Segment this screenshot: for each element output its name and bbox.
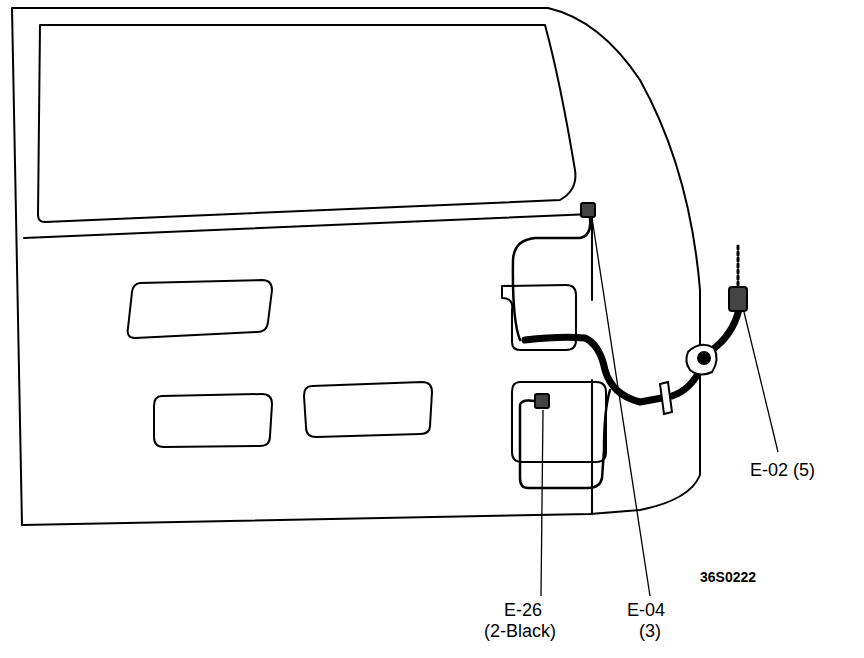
pin-count: (3) [639, 621, 661, 641]
door-outline [12, 8, 700, 525]
grommet [660, 382, 672, 414]
leader-line [541, 410, 543, 596]
clamp [686, 345, 716, 375]
panel-hole [128, 280, 272, 338]
connector-label: E-04 [627, 600, 665, 620]
leader-line [744, 312, 778, 452]
panel-hole [512, 382, 606, 462]
connector-label: E-26 [504, 600, 542, 620]
connector-label: E-02 (5) [750, 460, 815, 480]
pin-count: (2-Black) [484, 621, 556, 641]
door-edge [591, 214, 593, 514]
wire [520, 390, 610, 488]
clamp [698, 352, 710, 364]
connector [535, 394, 549, 408]
connector [729, 287, 747, 311]
connector [581, 203, 595, 217]
harness-cable [672, 305, 740, 396]
figure-code: 36S0222 [700, 567, 756, 587]
wire [513, 218, 590, 340]
harness-cable [525, 337, 662, 402]
panel-hole [154, 394, 272, 447]
window-frame [38, 25, 575, 222]
belt-line [24, 214, 592, 238]
wire-continuation [737, 244, 740, 285]
leader-line [592, 218, 650, 596]
panel-hole [304, 382, 432, 437]
